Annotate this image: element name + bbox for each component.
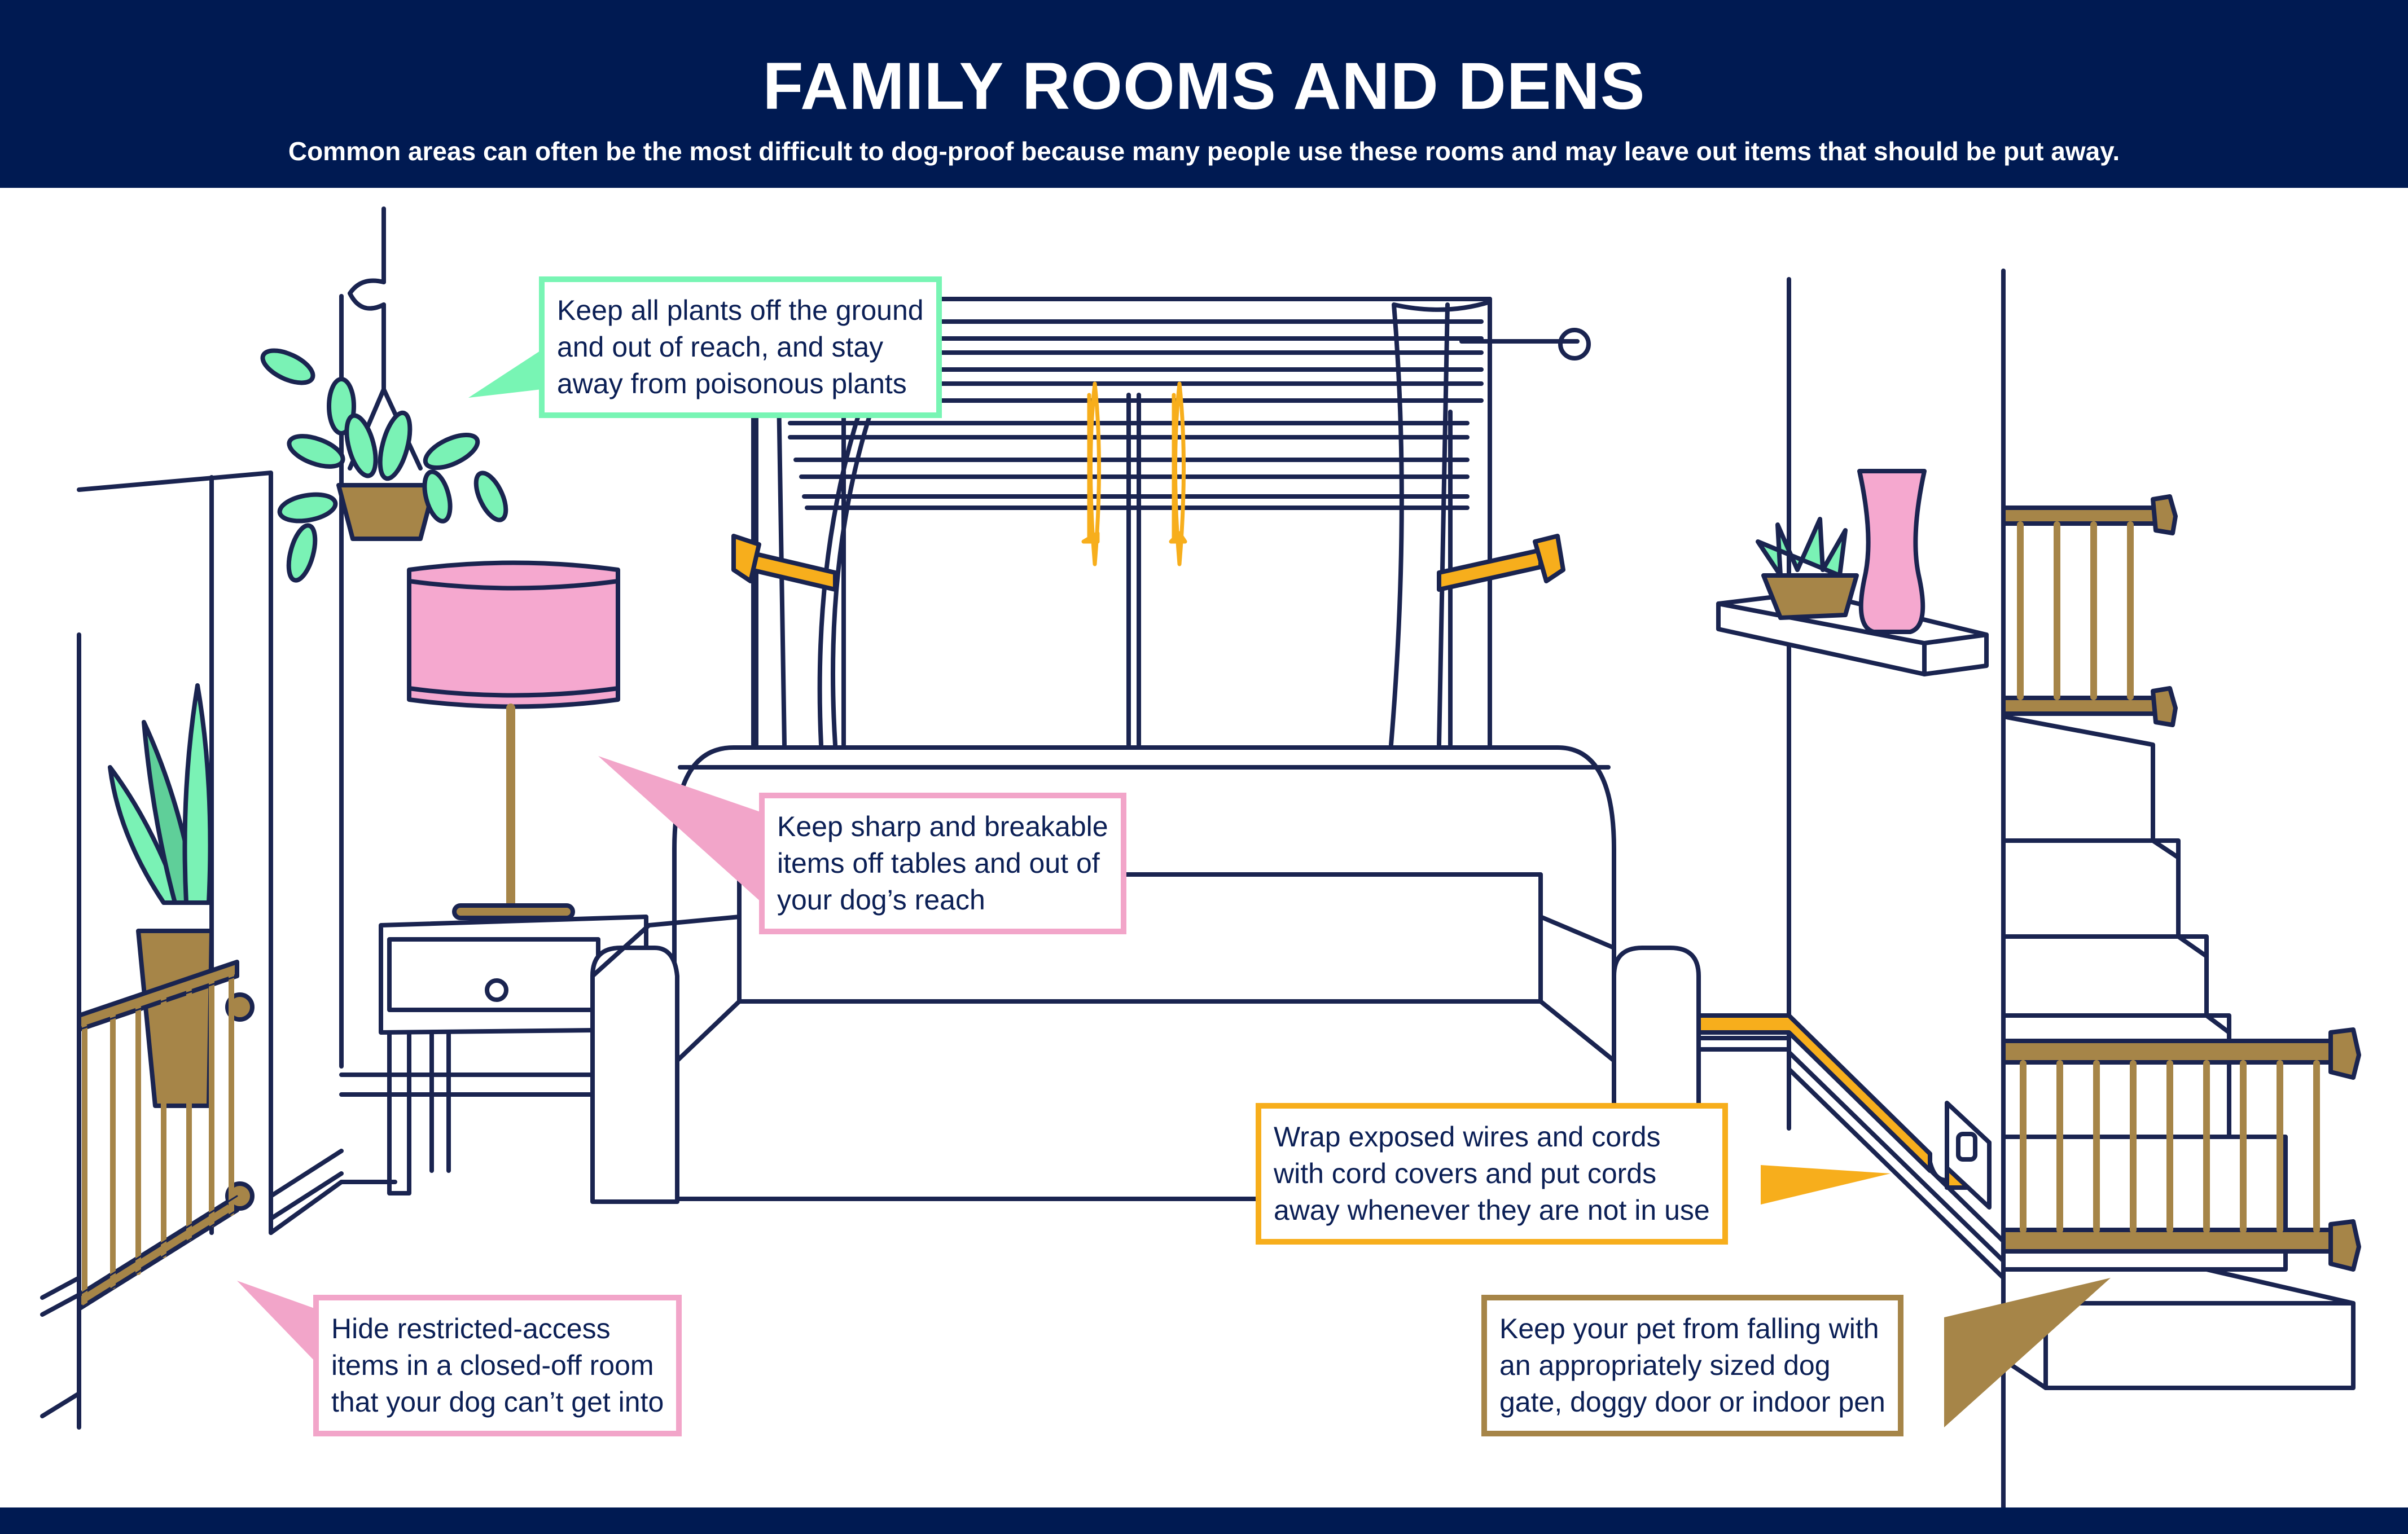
stair-gate-top — [2001, 494, 2178, 727]
callout-falling: Keep your pet from falling with an appro… — [1481, 1295, 1903, 1436]
blind-cords — [1081, 381, 1187, 566]
page-subtitle: Common areas can often be the most diffi… — [288, 137, 2120, 166]
callout-line: Keep sharp and breakable — [777, 811, 1108, 842]
hanging-plant — [260, 206, 508, 583]
baby-gate-left — [77, 960, 255, 1311]
callout-line: an appropriately sized dog — [1499, 1350, 1831, 1381]
callout-line: Keep your pet from falling with — [1499, 1313, 1879, 1344]
callout-line: your dog’s reach — [777, 884, 985, 916]
callout-line: gate, doggy door or indoor pen — [1499, 1386, 1885, 1418]
callout-pointer-breakables — [598, 756, 762, 903]
curtain-tiebacks — [731, 534, 1565, 592]
callout-line: away whenever they are not in use — [1274, 1194, 1710, 1226]
cord-cover — [1696, 1013, 1975, 1190]
callout-line: items in a closed-off room — [331, 1350, 654, 1381]
header-banner: FAMILY ROOMS AND DENS Common areas can o… — [0, 0, 2408, 188]
callout-line: that your dog can’t get into — [331, 1386, 664, 1418]
callout-pointer-plants — [468, 350, 542, 398]
shelf-plant — [1756, 517, 1859, 620]
footer-bar — [0, 1507, 2408, 1534]
callout-pointer-cords — [1761, 1165, 1891, 1205]
callout-line: Hide restricted-access — [331, 1313, 611, 1344]
callout-pointer-falling — [1944, 1278, 2111, 1427]
callout-line: with cord covers and put cords — [1274, 1158, 1657, 1189]
curtains — [754, 300, 1492, 747]
power-outlet — [1945, 1101, 1992, 1210]
callout-line: and out of reach, and stay — [557, 331, 884, 363]
callout-line: away from poisonous plants — [557, 368, 907, 399]
staircase — [2001, 714, 2356, 1390]
callout-restricted: Hide restricted-access items in a closed… — [313, 1295, 682, 1436]
callout-line: items off tables and out of — [777, 847, 1100, 879]
floor-lamp — [407, 560, 620, 920]
callout-line: Wrap exposed wires and cords — [1274, 1121, 1661, 1153]
page-title: FAMILY ROOMS AND DENS — [762, 49, 1646, 124]
callout-pointer-restricted — [237, 1281, 316, 1362]
pink-vase — [1857, 469, 1927, 634]
callout-cords: Wrap exposed wires and cords with cord c… — [1256, 1103, 1728, 1245]
callout-plants: Keep all plants off the ground and out o… — [539, 276, 942, 418]
callout-breakables: Keep sharp and breakable items off table… — [759, 793, 1126, 934]
stair-gate-bottom — [2001, 1027, 2361, 1272]
wall-shelf — [1716, 590, 1989, 676]
sofa — [590, 745, 1701, 1204]
callout-line: Keep all plants off the ground — [557, 295, 924, 326]
